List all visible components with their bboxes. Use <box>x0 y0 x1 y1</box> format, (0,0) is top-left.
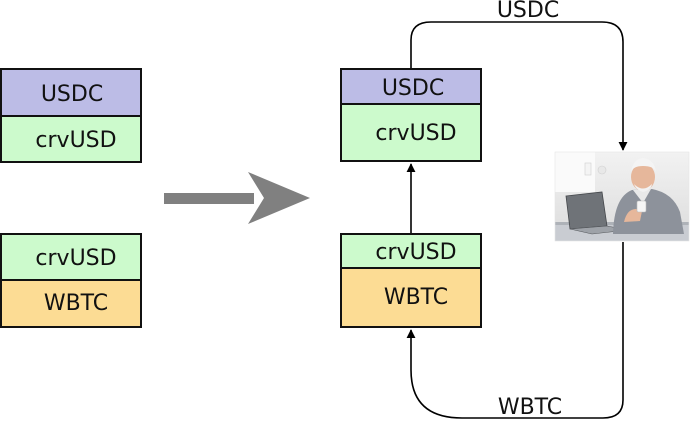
right-bottom-crvusd-label: crvUSD <box>375 240 456 265</box>
flow-label-top: USDC <box>497 0 559 23</box>
connector-top-loop <box>410 21 628 151</box>
connectors <box>406 21 628 419</box>
left-bottom-crvusd-label: crvUSD <box>35 246 116 271</box>
left-bottom-wbtc-box <box>0 279 142 328</box>
left-top-crvusd-label: crvUSD <box>35 128 116 153</box>
big-right-arrow-icon <box>164 172 310 224</box>
left-top-pair: USDC crvUSD <box>0 68 142 163</box>
flow-label-bottom: WBTC <box>498 395 562 420</box>
connector-bottom-loop <box>406 242 624 419</box>
right-bottom-pair: crvUSD WBTC <box>340 233 482 328</box>
right-top-crvusd-box <box>340 103 482 162</box>
right-bottom-wbtc-label: WBTC <box>384 285 448 310</box>
left-bottom-pair: crvUSD WBTC <box>0 233 142 328</box>
right-bottom-wbtc-box <box>340 267 482 328</box>
left-top-usdc-label: USDC <box>41 82 103 107</box>
right-top-crvusd-label: crvUSD <box>375 121 456 146</box>
left-top-usdc-box <box>0 68 142 117</box>
left-bottom-wbtc-label: WBTC <box>44 291 108 316</box>
right-top-usdc-label: USDC <box>382 76 444 101</box>
left-top-crvusd-box <box>0 115 142 163</box>
man-at-laptop-photo <box>554 151 690 242</box>
right-top-pair: USDC crvUSD <box>340 68 482 162</box>
